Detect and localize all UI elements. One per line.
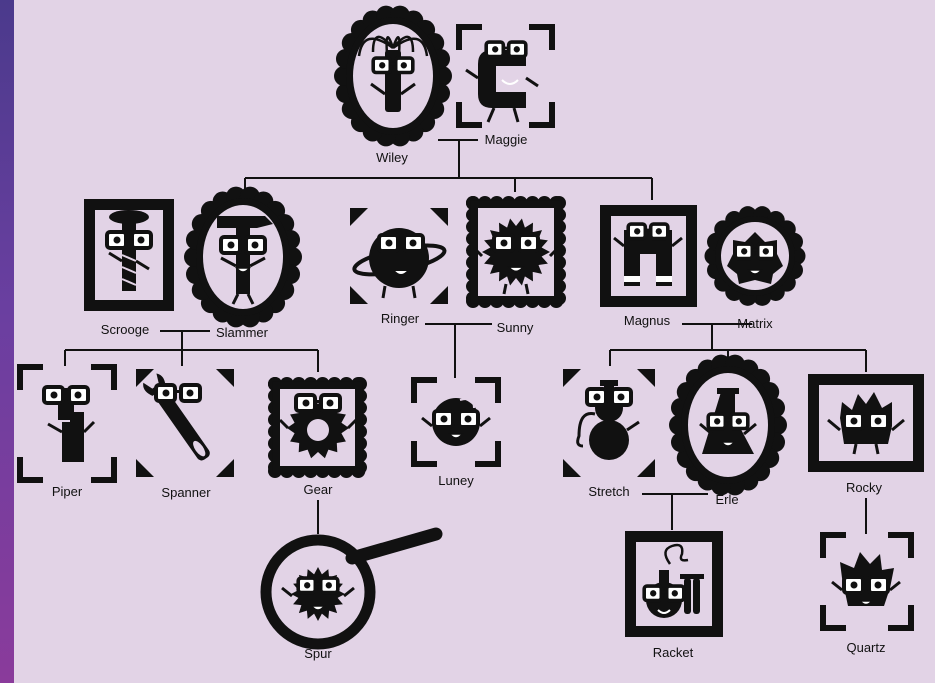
member-name: Ringer [381, 311, 420, 326]
spanner-icon [141, 372, 215, 465]
quartz-icon [832, 552, 900, 606]
member-name: Racket [653, 645, 694, 660]
spanner-glasses [156, 385, 200, 401]
member-rocky: Rocky [808, 374, 924, 495]
member-name: Piper [52, 484, 83, 499]
member-name: Sunny [497, 320, 534, 335]
member-racket: Racket [625, 531, 723, 660]
member-name: Wiley [376, 150, 408, 165]
member-name: Maggie [485, 132, 528, 147]
member-name: Luney [438, 473, 474, 488]
member-sunny: Sunny [466, 196, 566, 335]
member-name: Gear [304, 482, 334, 497]
member-scrooge: Scrooge [84, 199, 174, 337]
member-quartz: Quartz [823, 535, 911, 655]
member-luney: Luney [414, 380, 498, 488]
member-magnus: Magnus [600, 205, 697, 328]
piper-icon [44, 387, 94, 462]
member-gear: Gear [268, 377, 367, 497]
member-stretch: Stretch [563, 369, 655, 499]
ringer-icon [352, 228, 447, 298]
spur-icon [282, 567, 354, 621]
member-name: Slammer [216, 325, 269, 340]
member-slammer: Slammer [184, 187, 302, 340]
member-name: Magnus [624, 313, 671, 328]
member-maggie: Maggie [459, 27, 552, 147]
member-name: Spur [304, 646, 332, 661]
member-name: Spanner [161, 485, 211, 500]
member-ringer: Ringer [350, 208, 448, 326]
thick-square-frame [625, 531, 723, 637]
member-name: Quartz [846, 640, 885, 655]
stretch-icon [578, 380, 639, 460]
member-name: Stretch [588, 484, 629, 499]
member-piper: Piper [20, 367, 114, 499]
member-matrix: Matrix [705, 206, 806, 331]
maggie-icon [466, 42, 538, 122]
member-erle: Erle [669, 355, 787, 507]
member-wiley: Wiley [334, 6, 452, 165]
member-spanner: Spanner [136, 369, 234, 500]
thick-square-frame [600, 205, 697, 307]
member-name: Matrix [737, 316, 773, 331]
luney-icon [422, 398, 490, 446]
member-name: Rocky [846, 480, 883, 495]
member-name: Erle [715, 492, 738, 507]
member-spur: Spur [266, 534, 436, 661]
member-name: Scrooge [101, 322, 149, 337]
